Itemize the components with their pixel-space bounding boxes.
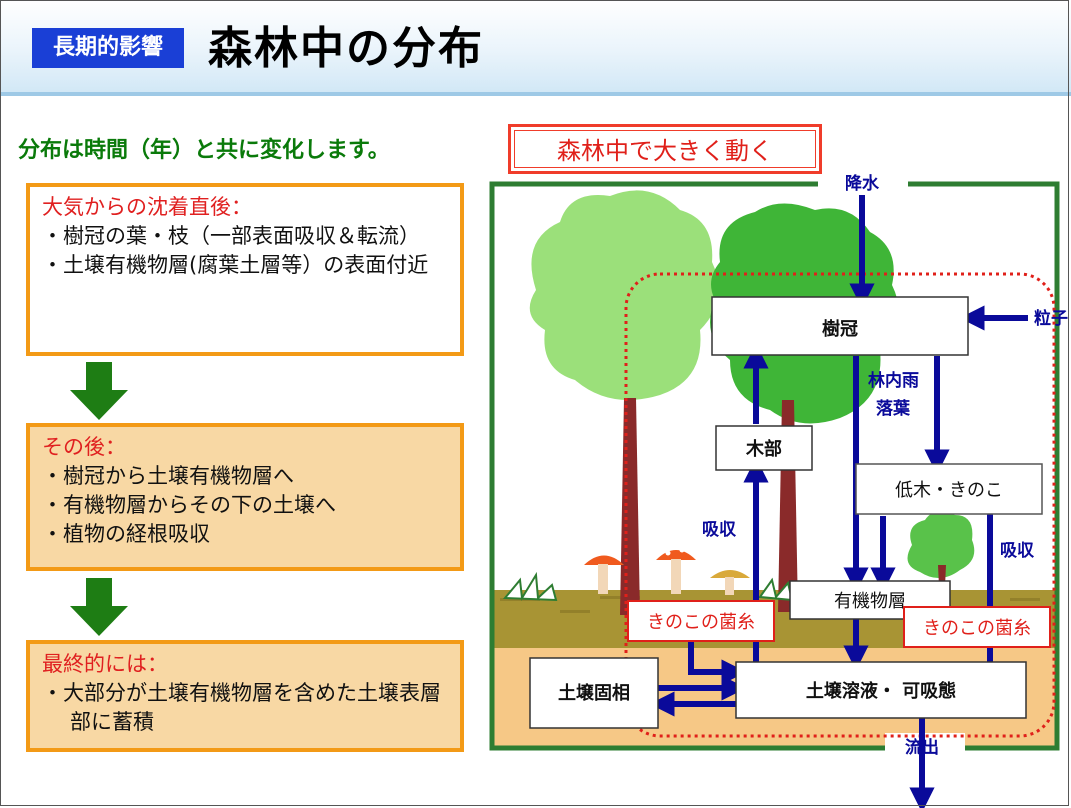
grass-icon [502,571,558,602]
label-particles: 粒子 [1034,308,1068,329]
stage-line: ・樹冠の葉・枝（一部表面吸収＆転流） [42,224,420,248]
forest-diagram: 樹冠 木部 低木・きのこ 有機物層 土壌溶液・ 可吸態 土壌固相 きのこの菌糸 … [489,174,1068,808]
node-mycelium-right: きのこの菌糸 [903,606,1051,648]
header-bar: 長期的影響 森林中の分布 [0,0,1071,96]
category-tag: 長期的影響 [32,28,184,68]
stage-heading: 大気からの沈着直後： [42,195,252,219]
label-throughfall: 林内雨 [868,370,919,391]
node-wood-label: 木部 [745,438,782,460]
active-zone-boundary [624,272,1056,738]
node-shrub: 低木・きのこ [855,463,1043,515]
stage-box-later: その後： ・樹冠から土壌有機物層へ ・有機物層からその下の土壌へ ・植物の経根吸… [26,423,464,571]
node-shrub-label: 低木・きのこ [895,480,1003,501]
node-canopy-label: 樹冠 [822,318,858,340]
stage-line: ・有機物層からその下の土壌へ [42,493,336,517]
forest-movement-text: 森林中で大きく動く [514,130,816,168]
forest-boundary [489,181,1060,751]
stage-line: ・樹冠から土壌有機物層へ [42,464,294,488]
node-solution: 土壌溶液・ 可吸態 [735,661,1027,719]
node-canopy: 樹冠 [711,296,969,356]
section-subtitle: 分布は時間（年）と共に変化します。 [18,138,390,163]
mushroom-icon [710,570,750,595]
stage-line: ・土壌有機物層(腐葉土層等）の表面付近 [42,253,429,277]
mushroom-icon [584,555,624,594]
node-solid: 土壌固相 [529,657,659,729]
stage-box-deposition: 大気からの沈着直後： ・樹冠の葉・枝（一部表面吸収＆転流） ・土壌有機物層(腐葉… [26,183,464,356]
stage-heading: その後： [42,435,126,459]
node-solid-label: 土壌固相 [558,682,630,704]
grass-icon [758,577,794,602]
label-absorb-right: 吸収 [1000,541,1035,561]
label-rain: 降水 [845,174,880,194]
stage-box-final: 最終的には： ・大部分が土壌有機物層を含めた土壌表層部に蓄積 [26,640,464,752]
down-arrow-icon [70,362,128,420]
node-mycelium-left-label: きのこの菌糸 [647,612,755,633]
mushroom-icon [656,547,696,594]
forest-movement-label: 森林中で大きく動く [508,124,822,174]
node-solution-label: 土壌溶液・ 可吸態 [806,680,956,702]
arrow-mycelium-to-solution [688,642,747,685]
stage-line: ・植物の経根吸収 [42,522,210,546]
node-mycelium-left: きのこの菌糸 [627,600,775,642]
label-absorb-left: 吸収 [702,520,737,540]
label-litter: 落葉 [876,398,911,419]
down-arrow-icon [70,578,128,636]
stage-heading: 最終的には： [42,652,168,676]
node-organic-label: 有機物層 [834,591,906,612]
node-wood: 木部 [715,425,813,471]
stage-line: ・大部分が土壌有機物層を含めた土壌表層部に蓄積 [42,681,441,734]
node-mycelium-right-label: きのこの菌糸 [923,618,1031,639]
page-title: 森林中の分布 [208,23,484,74]
label-outflow: 流出 [905,737,939,758]
